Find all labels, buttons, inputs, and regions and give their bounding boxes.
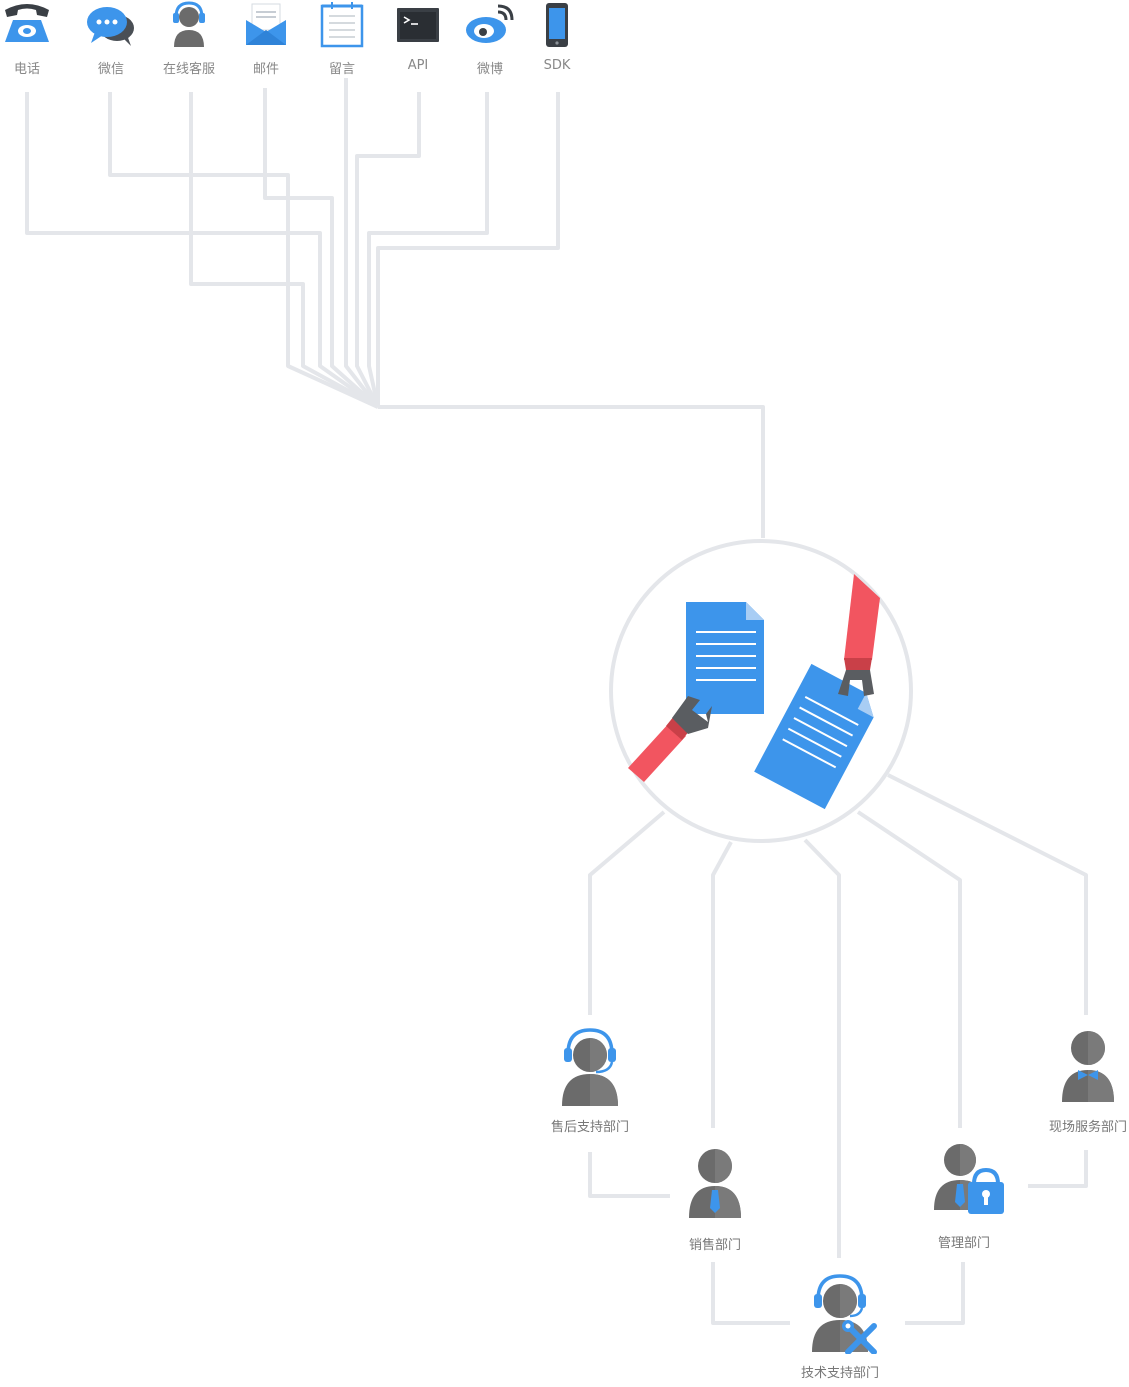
dept-management[interactable]: 管理部门	[904, 1140, 1024, 1251]
chat-bubble-icon	[87, 7, 134, 46]
channel-api[interactable]: API	[378, 0, 458, 73]
dept-tech-support[interactable]: 技术支持部门	[780, 1270, 900, 1381]
weibo-icon	[466, 4, 514, 43]
channel-label: 微信	[97, 62, 124, 77]
channel-weibo[interactable]: 微博	[450, 0, 530, 77]
notepad-icon	[320, 2, 364, 48]
salesperson-icon	[689, 1149, 741, 1218]
ticket-transfer-icon	[609, 539, 913, 843]
channel-label: API	[407, 58, 429, 73]
channel-message[interactable]: 留言	[302, 0, 382, 77]
smartphone-icon	[546, 3, 568, 47]
channel-label: 微博	[476, 62, 503, 77]
channel-wechat[interactable]: 微信	[71, 0, 151, 77]
envelope-icon	[246, 3, 286, 45]
dept-sales[interactable]: 销售部门	[655, 1142, 775, 1253]
dept-field-service[interactable]: 现场服务部门	[1028, 1024, 1129, 1135]
channel-label: 在线客服	[162, 62, 215, 77]
dept-label: 技术支持部门	[800, 1366, 879, 1381]
channel-label: 邮件	[252, 62, 279, 77]
channel-sdk[interactable]: SDK	[517, 0, 597, 73]
dept-label: 售后支持部门	[550, 1120, 629, 1135]
dept-label: 现场服务部门	[1048, 1120, 1127, 1135]
channel-phone[interactable]: 电话	[0, 0, 67, 77]
tech-support-icon	[812, 1274, 877, 1355]
dept-after-sales[interactable]: 售后支持部门	[530, 1024, 650, 1135]
dept-label: 销售部门	[688, 1238, 741, 1253]
agent-headset-icon	[173, 1, 205, 47]
support-agent-icon	[562, 1028, 618, 1106]
dept-label: 管理部门	[937, 1236, 990, 1251]
channel-label: SDK	[543, 58, 571, 73]
channel-online-service[interactable]: 在线客服	[149, 0, 229, 77]
channel-label: 留言	[328, 62, 355, 77]
channel-label: 电话	[13, 62, 40, 77]
channel-mail[interactable]: 邮件	[226, 0, 306, 77]
phone-icon	[5, 4, 49, 42]
manager-lock-icon	[934, 1144, 1004, 1214]
terminal-icon	[397, 8, 439, 42]
field-service-icon	[1062, 1031, 1114, 1102]
